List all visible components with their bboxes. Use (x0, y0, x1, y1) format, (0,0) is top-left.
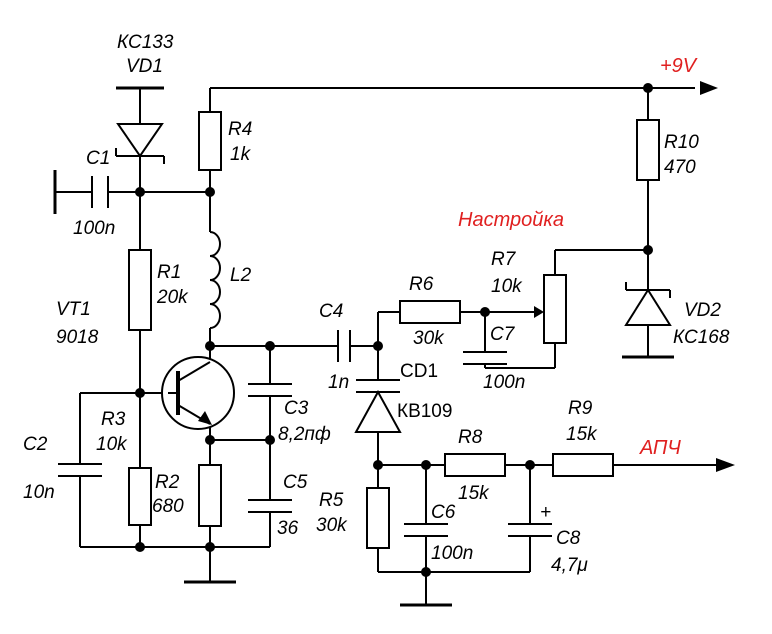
vd2-type-label: КС168 (673, 327, 730, 348)
r1-value-label: 20k (156, 287, 189, 308)
resistor-r2 (198, 464, 222, 527)
resistor-r4 (198, 111, 222, 171)
c6-value-label: 100n (431, 543, 473, 564)
component-labels: КС133 VD1 C1 100n R4 1k +9V R10 470 Наст… (23, 32, 730, 576)
c3-value-label: 8,2пф (278, 424, 331, 445)
capacitor-c1 (91, 176, 109, 208)
vt1-ref-label: VT1 (56, 299, 91, 320)
c4-ref-label: C4 (319, 301, 343, 322)
tuning-label: Настройка (458, 209, 564, 231)
junction-dots (135, 83, 653, 577)
r8-value-label: 15k (458, 483, 490, 504)
capacitor-c2 (58, 463, 102, 477)
r7-ref-label: R7 (491, 249, 517, 270)
vd1-type-label: КС133 (117, 32, 174, 53)
inductor-l2 (209, 231, 221, 329)
r2-value-label: 680 (152, 496, 184, 517)
r8-ref-label: R8 (458, 427, 483, 448)
resistor-r10 (636, 119, 660, 181)
r4-value-label: 1k (230, 144, 252, 165)
capacitor-c4 (337, 330, 351, 362)
r7-value-label: 10k (491, 276, 523, 297)
power-arrow-icon (700, 81, 718, 95)
resistor-r8 (444, 453, 506, 477)
c3-ref-label: C3 (284, 398, 309, 419)
resistor-r9 (552, 453, 614, 477)
diode-vd1 (115, 86, 165, 164)
c2-value-label: 10n (23, 482, 55, 503)
resistor-r1 (128, 249, 152, 331)
r1-ref-label: R1 (157, 262, 181, 283)
r5-value-label: 30k (316, 515, 348, 536)
capacitor-c3 (248, 383, 292, 397)
vd1-ref-label: VD1 (126, 56, 163, 77)
varicap-cd1 (354, 379, 402, 433)
r9-ref-label: R9 (568, 398, 593, 419)
transistor-vt1 (161, 356, 235, 430)
c8-value-label: 4,7μ (551, 555, 588, 576)
r5-ref-label: R5 (319, 490, 344, 511)
r2-ref-label: R2 (155, 472, 180, 493)
l2-ref-label: L2 (230, 265, 252, 286)
c1-value-label: 100n (73, 218, 115, 239)
c8-ref-label: C8 (556, 528, 581, 549)
c7-value-label: 100n (483, 372, 525, 393)
capacitor-c8 (508, 523, 552, 537)
capacitor-c7 (463, 351, 507, 365)
r10-ref-label: R10 (664, 132, 699, 153)
afc-output-arrow-icon (716, 458, 735, 472)
afc-label: АПЧ (639, 437, 681, 459)
c5-value-label: 36 (277, 518, 299, 539)
power-label: +9V (660, 55, 698, 77)
c5-ref-label: C5 (283, 472, 308, 493)
c6-ref-label: C6 (431, 502, 456, 523)
r6-value-label: 30k (413, 328, 445, 349)
cd1-ref-label: CD1 (400, 361, 438, 382)
vd2-ref-label: VD2 (684, 300, 721, 321)
c7-ref-label: C7 (490, 324, 516, 345)
r10-value-label: 470 (664, 157, 696, 178)
r3-value-label: 10k (96, 434, 128, 455)
r6-ref-label: R6 (409, 274, 434, 295)
vt1-type-label: 9018 (56, 327, 99, 348)
c4-value-label: 1n (328, 372, 349, 393)
r3-ref-label: R3 (101, 409, 126, 430)
resistor-r6 (399, 300, 461, 324)
resistor-r3 (128, 467, 152, 526)
c1-ref-label: C1 (86, 148, 110, 169)
zener-diode-vd2 (624, 282, 672, 326)
c2-ref-label: C2 (23, 434, 48, 455)
capacitor-c5 (248, 499, 292, 513)
c8-plus-label: + (540, 502, 551, 523)
potentiometer-r7 (534, 274, 567, 344)
r4-ref-label: R4 (228, 119, 252, 140)
capacitor-c6 (404, 523, 448, 537)
r9-value-label: 15k (566, 424, 598, 445)
cd1-type-label: КВ109 (397, 401, 452, 422)
resistor-r5 (366, 487, 390, 549)
